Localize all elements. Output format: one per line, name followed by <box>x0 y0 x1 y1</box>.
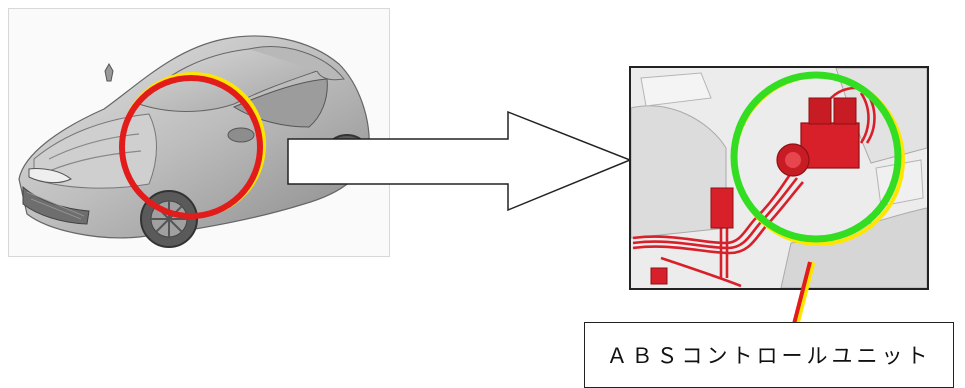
callout-label: ＡＢＳコントロールユニット <box>606 344 932 368</box>
callout-label-box: ＡＢＳコントロールユニット <box>584 322 954 388</box>
